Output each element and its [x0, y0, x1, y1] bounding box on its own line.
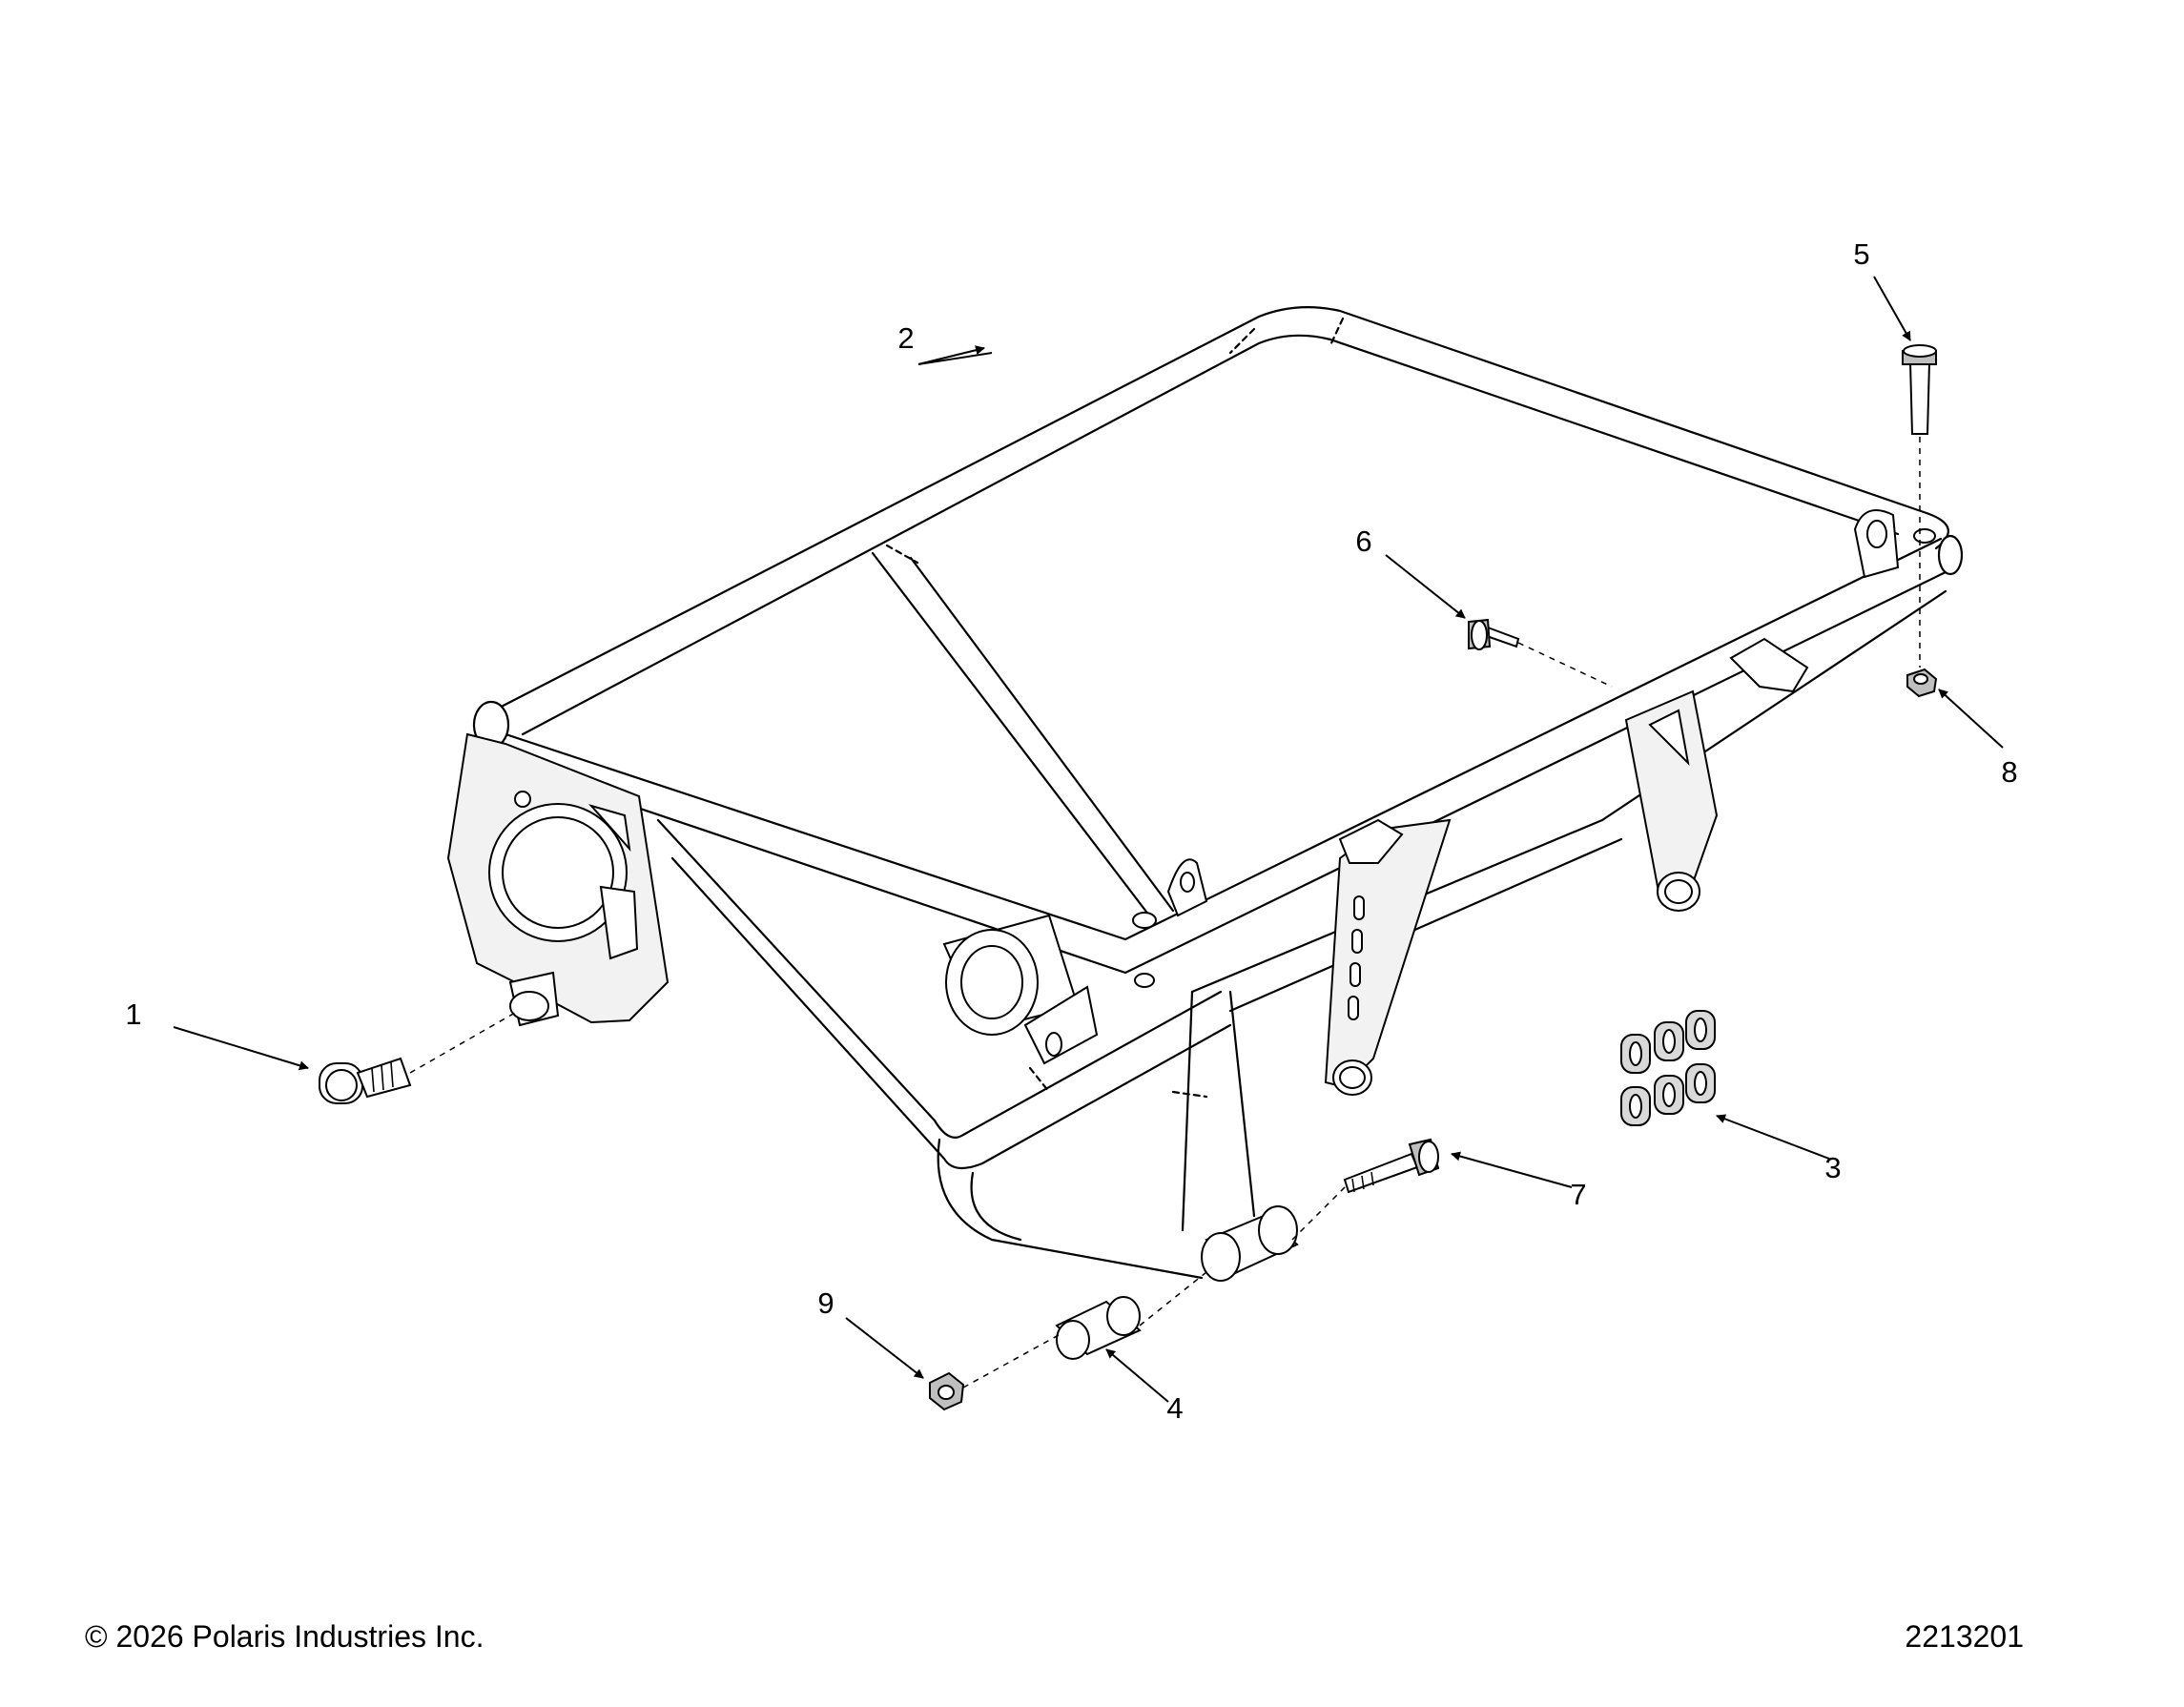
mid-mount-bracket: [1324, 818, 1452, 1096]
left-bulkhead-plate: [446, 732, 670, 1024]
callout-6: 6: [1355, 524, 1371, 558]
callout-7: 7: [1570, 1178, 1586, 1211]
bolt-long: [1343, 1138, 1440, 1194]
right-clip-tab: [1729, 637, 1809, 693]
center-tab: [1132, 858, 1208, 988]
frame-assembly: [472, 306, 1964, 1280]
callout-2: 2: [897, 321, 914, 355]
callout-8: 8: [2001, 755, 2017, 789]
left-boss: [508, 971, 560, 1027]
callout-4: 4: [1166, 1391, 1183, 1425]
leader-lines: [173, 276, 2004, 1403]
center-collar: [942, 914, 1080, 1036]
bolt-small: [1468, 618, 1520, 650]
right-mount-bracket: [1624, 689, 1719, 912]
callout-1: 1: [125, 997, 141, 1031]
lower-bracket: [1023, 985, 1099, 1065]
callout-9: 9: [817, 1286, 834, 1320]
swivel-fitting: [319, 1057, 412, 1104]
callout-5: 5: [1853, 237, 1869, 271]
lower-collar: [1201, 1205, 1299, 1282]
right-corner-mount: [1853, 509, 1936, 579]
nut-small: [1906, 668, 1938, 698]
copyright-notice: © 2026 Polaris Industries Inc.: [85, 1619, 484, 1654]
grommet-block: [1620, 1010, 1716, 1126]
drawing-number: 2213201: [1905, 1619, 2024, 1654]
callout-3: 3: [1824, 1151, 1841, 1184]
spacer: [1055, 1296, 1142, 1360]
bolt-vertical: [1902, 344, 1937, 435]
flange-nut: [929, 1371, 965, 1411]
assembly-guide-lines: [409, 437, 1921, 1388]
